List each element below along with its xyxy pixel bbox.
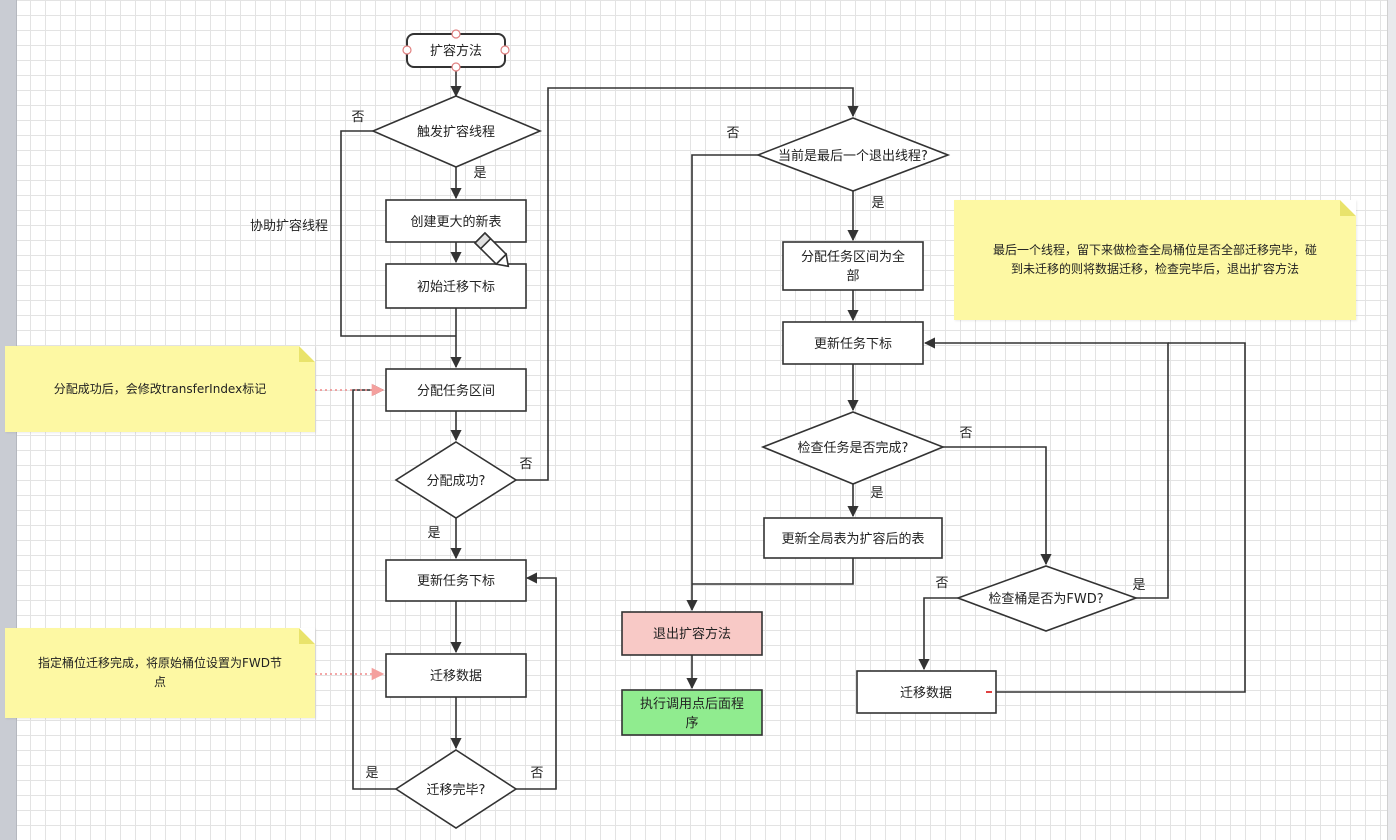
node-check-done[interactable]: 检查任务是否完成? <box>760 411 946 485</box>
node-last-thread[interactable]: 当前是最后一个退出线程? <box>755 117 951 192</box>
edge-fwd-yes-update <box>923 337 1169 599</box>
label-fwd-no: 否 <box>935 576 948 591</box>
label-assist-thread: 协助扩容线程 <box>250 218 328 234</box>
label-assign-yes: 是 <box>427 526 440 541</box>
node-start-label: 扩容方法 <box>430 43 482 59</box>
label-migrate-yes: 是 <box>365 766 378 781</box>
node-assign-all-label-2: 部 <box>846 269 859 284</box>
node-create-table-label: 创建更大的新表 <box>410 214 501 230</box>
node-update-index-right[interactable]: 更新任务下标 <box>782 321 924 365</box>
label-fwd-yes: 是 <box>1132 578 1145 593</box>
node-create-table[interactable]: 创建更大的新表 <box>385 199 527 243</box>
node-migrate-left-label: 迁移数据 <box>430 669 482 684</box>
edge-fwd-no-migrate <box>918 597 958 671</box>
note-assign-text: 分配成功后，会修改transferIndex标记 <box>53 381 267 396</box>
node-update-global-label: 更新全局表为扩容后的表 <box>781 531 924 547</box>
node-init-index-label: 初始迁移下标 <box>417 280 495 295</box>
edge-trigger-no-assist <box>340 130 456 337</box>
label-assign-no: 否 <box>519 457 532 472</box>
note-migrate-text-line2: 点 <box>153 675 166 689</box>
edge-migrate-update <box>996 342 1246 693</box>
edge-done-yes-assign <box>352 384 396 790</box>
note-assign-success[interactable]: 分配成功后，会修改transferIndex标记 <box>5 346 315 432</box>
node-last-thread-label: 当前是最后一个退出线程? <box>778 148 928 164</box>
label-check-yes: 是 <box>870 486 883 501</box>
node-migrate-right[interactable]: 迁移数据 <box>856 670 997 714</box>
node-exit[interactable]: 退出扩容方法 <box>621 611 763 656</box>
label-check-no: 否 <box>959 426 972 441</box>
note-migrate-done[interactable]: 指定桶位迁移完成，将原始桶位设置为FWD节 点 <box>5 628 315 718</box>
note-migrate-text-line1: 指定桶位迁移完成，将原始桶位设置为FWD节 <box>37 656 282 670</box>
note-last-text-line2: 到未迁移的则将数据迁移，检查完毕后，退出扩容方法 <box>1010 262 1299 276</box>
label-trigger-no: 否 <box>351 110 364 125</box>
pencil-cursor-icon <box>473 231 510 268</box>
label-migrate-no: 否 <box>530 766 543 781</box>
node-check-fwd[interactable]: 检查桶是否为FWD? <box>955 565 1139 632</box>
node-assign-ok[interactable]: 分配成功? <box>394 441 518 519</box>
node-assign-range[interactable]: 分配任务区间 <box>385 368 527 412</box>
node-assign-range-label: 分配任务区间 <box>417 383 495 399</box>
node-trigger[interactable]: 触发扩容线程 <box>370 95 543 168</box>
node-check-fwd-label: 检查桶是否为FWD? <box>988 592 1103 607</box>
label-last-yes: 是 <box>871 196 884 211</box>
node-assign-ok-label: 分配成功? <box>427 474 486 489</box>
node-assign-all-label-1: 分配任务区间为全 <box>801 249 905 265</box>
node-exec-label-2: 序 <box>685 716 698 731</box>
edge-global-exit <box>692 558 854 585</box>
right-scrollbar[interactable] <box>1387 0 1396 840</box>
note-last-thread[interactable]: 最后一个线程，留下来做检查全局桶位是否全部迁移完毕，碰 到未迁移的则将数据迁移，… <box>954 200 1356 320</box>
node-trigger-label: 触发扩容线程 <box>417 124 495 140</box>
node-migrate-done[interactable]: 迁移完毕? <box>394 749 518 829</box>
edge-ok-no-last <box>516 87 859 481</box>
label-trigger-yes: 是 <box>473 166 486 181</box>
node-migrate-done-label: 迁移完毕? <box>427 783 486 798</box>
label-last-no: 否 <box>726 126 739 141</box>
edge-last-no-exit <box>686 154 758 612</box>
node-update-global[interactable]: 更新全局表为扩容后的表 <box>763 517 943 559</box>
node-migrate-left[interactable]: 迁移数据 <box>385 653 527 698</box>
node-exec-label-1: 执行调用点后面程 <box>640 697 744 712</box>
edge-done-no-update <box>516 572 557 790</box>
note-last-text-line1: 最后一个线程，留下来做检查全局桶位是否全部迁移完毕，碰 <box>992 243 1317 257</box>
node-check-done-label: 检查任务是否完成? <box>798 440 909 456</box>
node-update-index-right-label: 更新任务下标 <box>814 336 892 352</box>
node-migrate-right-label: 迁移数据 <box>900 686 952 701</box>
edge-check-no-fwd <box>943 446 1052 566</box>
node-update-index-left-label: 更新任务下标 <box>417 573 495 589</box>
node-exit-label: 退出扩容方法 <box>653 626 731 642</box>
node-update-index-left[interactable]: 更新任务下标 <box>385 559 527 602</box>
node-exec[interactable]: 执行调用点后面程 序 <box>621 689 763 736</box>
node-init-index[interactable]: 初始迁移下标 <box>385 263 527 309</box>
node-start[interactable]: 扩容方法 <box>402 29 510 72</box>
node-assign-all[interactable]: 分配任务区间为全 部 <box>782 241 924 291</box>
